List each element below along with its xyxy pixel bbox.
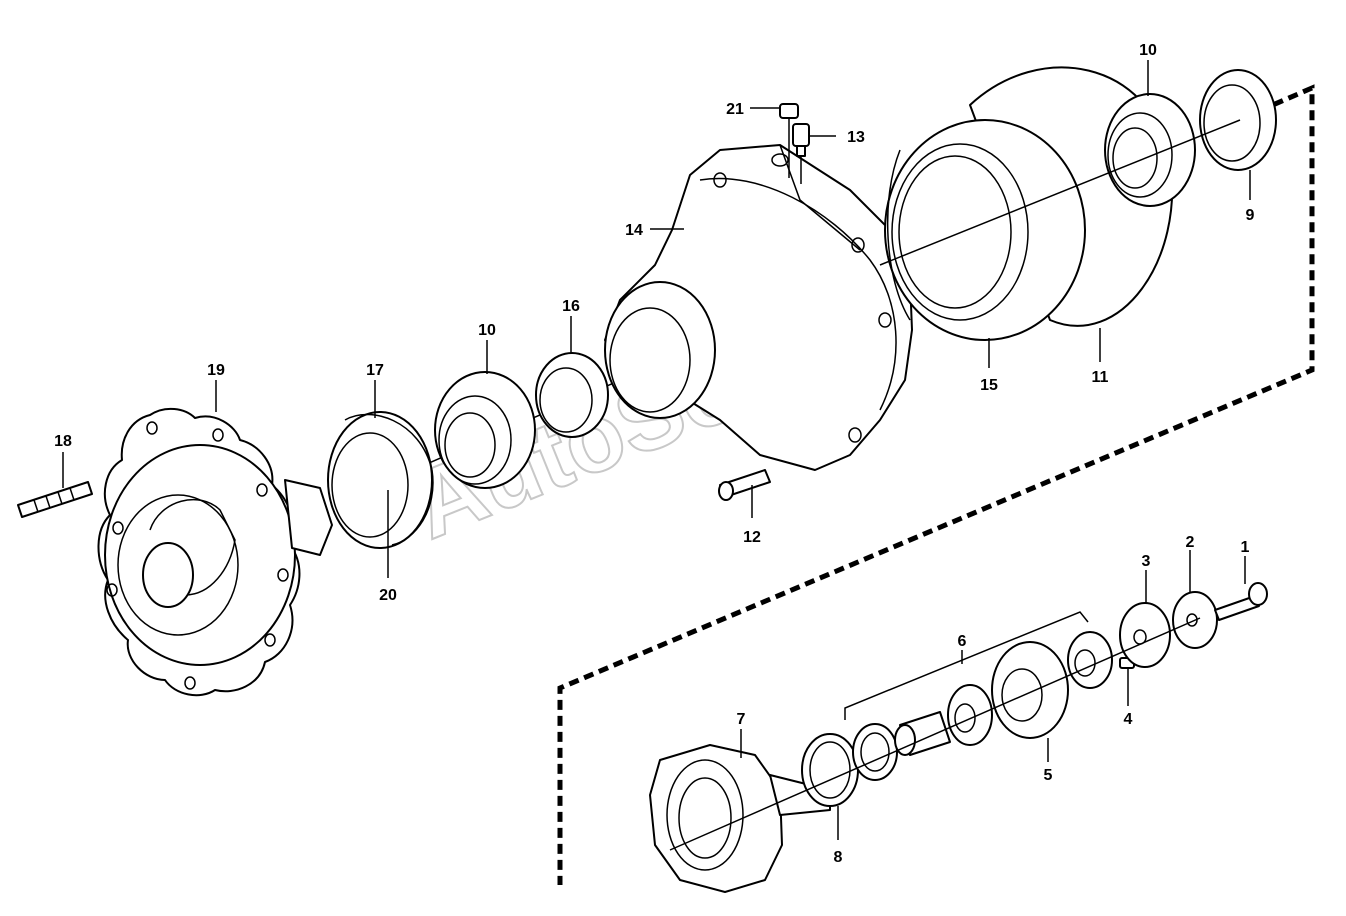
part-wheel-hub (97, 407, 333, 697)
dashed-frame (557, 84, 1315, 885)
part-breather-nipple (792, 123, 810, 157)
callout-10-upper: 10 (1139, 42, 1157, 59)
part-planet-gear (991, 641, 1069, 739)
callout-18: 18 (54, 433, 72, 450)
part-ring-gear (884, 119, 1086, 341)
part-plug (779, 103, 799, 119)
upper-axis-line-right (879, 119, 1241, 266)
callout-16: 16 (562, 298, 580, 315)
part-stud (17, 481, 93, 518)
callout-labels: 1 2 3 4 5 6 7 8 9 10 10 11 12 13 14 15 1… (54, 42, 1254, 866)
part-housing (604, 144, 913, 471)
part-spacer-ring (535, 352, 609, 438)
part-seal (327, 411, 434, 549)
part-bolt (1214, 582, 1268, 621)
leader-lines (62, 60, 1251, 840)
lower-axis-line (669, 617, 1201, 851)
part-snap-ring (801, 733, 859, 807)
part-output-flange (649, 744, 831, 893)
callout-10-lower: 10 (478, 322, 496, 339)
callout-11: 11 (1092, 369, 1109, 386)
part-screw (718, 469, 771, 501)
part-bearing-lower (434, 371, 536, 489)
callout-12: 12 (743, 529, 761, 546)
part-thrust-washer (852, 723, 898, 781)
callout-17: 17 (366, 362, 384, 379)
callout-1: 1 (1241, 539, 1250, 556)
callout-5: 5 (1044, 767, 1053, 784)
callout-7: 7 (737, 711, 746, 728)
callout-14: 14 (625, 222, 643, 239)
callout-19: 19 (207, 362, 225, 379)
callout-21: 21 (726, 101, 744, 118)
callout-13: 13 (847, 129, 865, 146)
callout-15: 15 (980, 377, 998, 394)
callout-20: 20 (379, 587, 397, 604)
callout-2: 2 (1186, 534, 1195, 551)
callout-4: 4 (1124, 711, 1133, 728)
callout-3: 3 (1142, 553, 1151, 570)
callout-9: 9 (1246, 207, 1255, 224)
part-pinion-right (1067, 631, 1113, 689)
part-bearing-upper (1104, 93, 1196, 207)
part-pinion-left (947, 684, 993, 746)
callout-6: 6 (958, 633, 967, 650)
callout-8: 8 (834, 849, 843, 866)
